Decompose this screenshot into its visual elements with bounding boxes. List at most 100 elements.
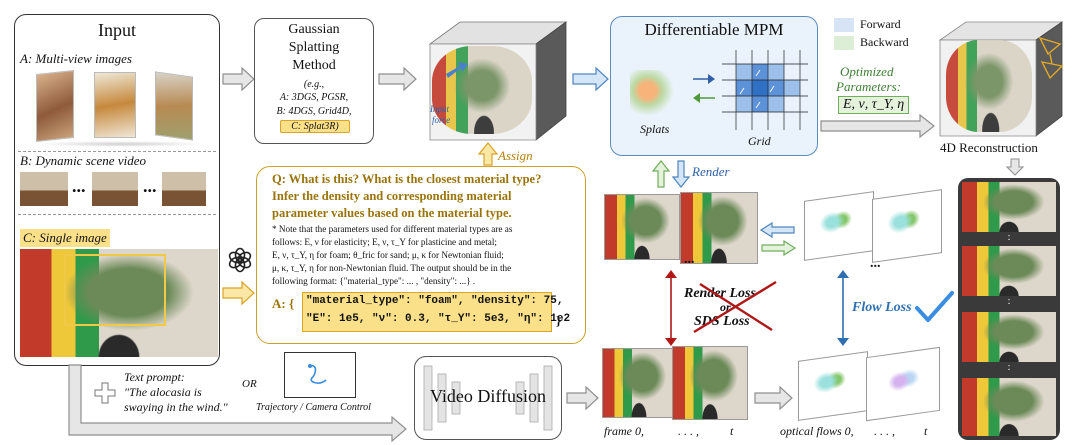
optimized-label-1: Optimized [840, 64, 894, 79]
answer-line-1: "material_type": "foam", "density": 75, [306, 295, 564, 307]
text-prompt-label: Text prompt: [124, 370, 185, 384]
gs-eg: (e.g., [303, 79, 325, 90]
single-image-highlight [64, 254, 166, 326]
render-label: Render [692, 164, 730, 179]
video-diffusion-label: Video Diffusion [429, 386, 547, 406]
query-note-5: following format: {"material_type": ... … [272, 276, 476, 286]
gs-line-b: B: 4DGS, Grid4D, [276, 106, 352, 117]
input-force-label-2: force [432, 115, 451, 125]
recon-frame-1 [962, 182, 1056, 232]
video-frame-2 [92, 172, 138, 206]
multiview-image-1 [36, 70, 74, 142]
legend-forward-swatch [834, 18, 854, 32]
render-loss-cross-icon [693, 280, 777, 334]
render-loss-label-3: SDS Loss [694, 314, 750, 329]
query-note-2: follows: E, ν for elasticity; E, ν, τ_Y … [272, 237, 497, 247]
opt-flow-dots: . . . , [874, 424, 895, 438]
flow-bottom-1 [798, 351, 868, 421]
input-panel [14, 14, 220, 366]
trajectory-curve-icon [308, 364, 327, 384]
recon-dots-1: : [1007, 232, 1011, 243]
arrow-backward-up [652, 160, 670, 188]
unet-icon [423, 365, 553, 431]
grid-icon [722, 50, 808, 130]
arrow-recon-down [1006, 158, 1024, 176]
arrow-frames-to-flow [754, 386, 793, 410]
frame-t: t [730, 424, 734, 438]
trajectory-box [284, 352, 356, 398]
rendered-dots: ... [684, 252, 695, 267]
recon-plant [946, 40, 1032, 132]
flow-loss-label: Flow Loss [852, 300, 912, 315]
legend-forward-label: Forward [860, 17, 901, 31]
camera-icon [1038, 36, 1064, 80]
grid-label: Grid [748, 134, 771, 148]
render-loss-arrow [665, 270, 677, 346]
arrow-input-bottom [68, 364, 407, 442]
arrow-scene-to-mpm [572, 66, 609, 92]
arrow-assign [478, 142, 498, 166]
query-note-4: μ, κ, τ_Y, η for non-Newtonian fluid. Th… [272, 263, 512, 273]
text-prompt-line-2: swaying in the wind." [124, 400, 228, 414]
answer-suffix: } [556, 313, 562, 328]
plus-icon [94, 382, 116, 404]
input-c-label: C: Single image [20, 229, 110, 247]
opt-flow-label: optical flows 0, [780, 424, 854, 438]
render-loss-label-1: Render Loss [684, 286, 756, 301]
recon-frame-2 [962, 246, 1056, 296]
render-loss-label-2: or [720, 300, 731, 314]
recon-title: 4D Reconstruction [940, 140, 1038, 155]
input-force-label-1: Input [430, 104, 449, 114]
multiview-image-3 [155, 71, 193, 141]
scene-plant [432, 46, 532, 134]
multiview-image-2 [94, 72, 136, 138]
frame-label: frame 0, [604, 424, 644, 438]
forward-arrow-icon [693, 74, 715, 84]
recon-frame-4 [962, 378, 1056, 436]
divider-bc [18, 214, 216, 215]
input-title: Input [98, 20, 136, 40]
trajectory-label: Trajectory / Camera Control [256, 402, 371, 413]
arrow-gs-to-scene [378, 66, 417, 92]
query-q3: parameter values based on the material t… [272, 206, 512, 220]
answer-box [302, 292, 552, 332]
video-ellipsis-2: ... [143, 176, 157, 196]
gs-title-2: Splatting [288, 40, 340, 55]
arrow-diffusion-to-frames [566, 386, 599, 410]
optimized-label-2: Parameters: [836, 79, 901, 94]
mpm-title: Differentiable MPM [644, 20, 784, 39]
answer-prefix: A: { [272, 296, 295, 311]
arrow-render-to-flow [761, 240, 796, 256]
recon-dots-3: : [1007, 362, 1011, 373]
or-label: OR [242, 378, 257, 390]
rendered-frame-1 [604, 194, 680, 260]
arrow-mpm-to-recon [820, 114, 935, 138]
arrow-input-to-gs [222, 66, 255, 92]
input-b-label: B: Dynamic scene video [20, 153, 146, 168]
arrow-render-down [672, 160, 690, 188]
flow-loss-arrow [837, 270, 849, 346]
openai-icon [228, 247, 252, 273]
opt-flow-t: t [924, 424, 928, 438]
backward-arrow-icon [693, 93, 715, 103]
gaussian-splatting-box [254, 18, 374, 144]
query-q1: Q: What is this? What is the closest mat… [272, 172, 542, 186]
legend-backward-label: Backward [860, 35, 909, 49]
query-note-3: E, ν, τ_Y, η for foam; θ_fric for sand; … [272, 250, 504, 260]
gs-line-a: A: 3DGS, PGSR, [279, 92, 349, 103]
splats-blob [630, 70, 674, 116]
answer-line-2: "E": 1e5, "ν": 0.3, "τ_Y": 5e3, "η": 1e2 [306, 313, 571, 325]
multiview-shadow [36, 141, 206, 147]
check-icon [915, 291, 954, 322]
assign-label: Assign [498, 148, 533, 163]
flow-top-2 [872, 189, 942, 263]
rendered-frame-2 [680, 192, 758, 264]
recon-dots-2: : [1007, 296, 1011, 307]
query-q2: Infer the density and corresponding mate… [272, 189, 512, 203]
gs-title-1: Gaussian [288, 22, 340, 37]
arrow-flow-to-render [760, 222, 795, 238]
input-force-arrow-icon [446, 62, 468, 78]
video-ellipsis-1: ... [72, 176, 86, 196]
recon-frame-3 [962, 312, 1056, 362]
single-image [20, 249, 218, 357]
